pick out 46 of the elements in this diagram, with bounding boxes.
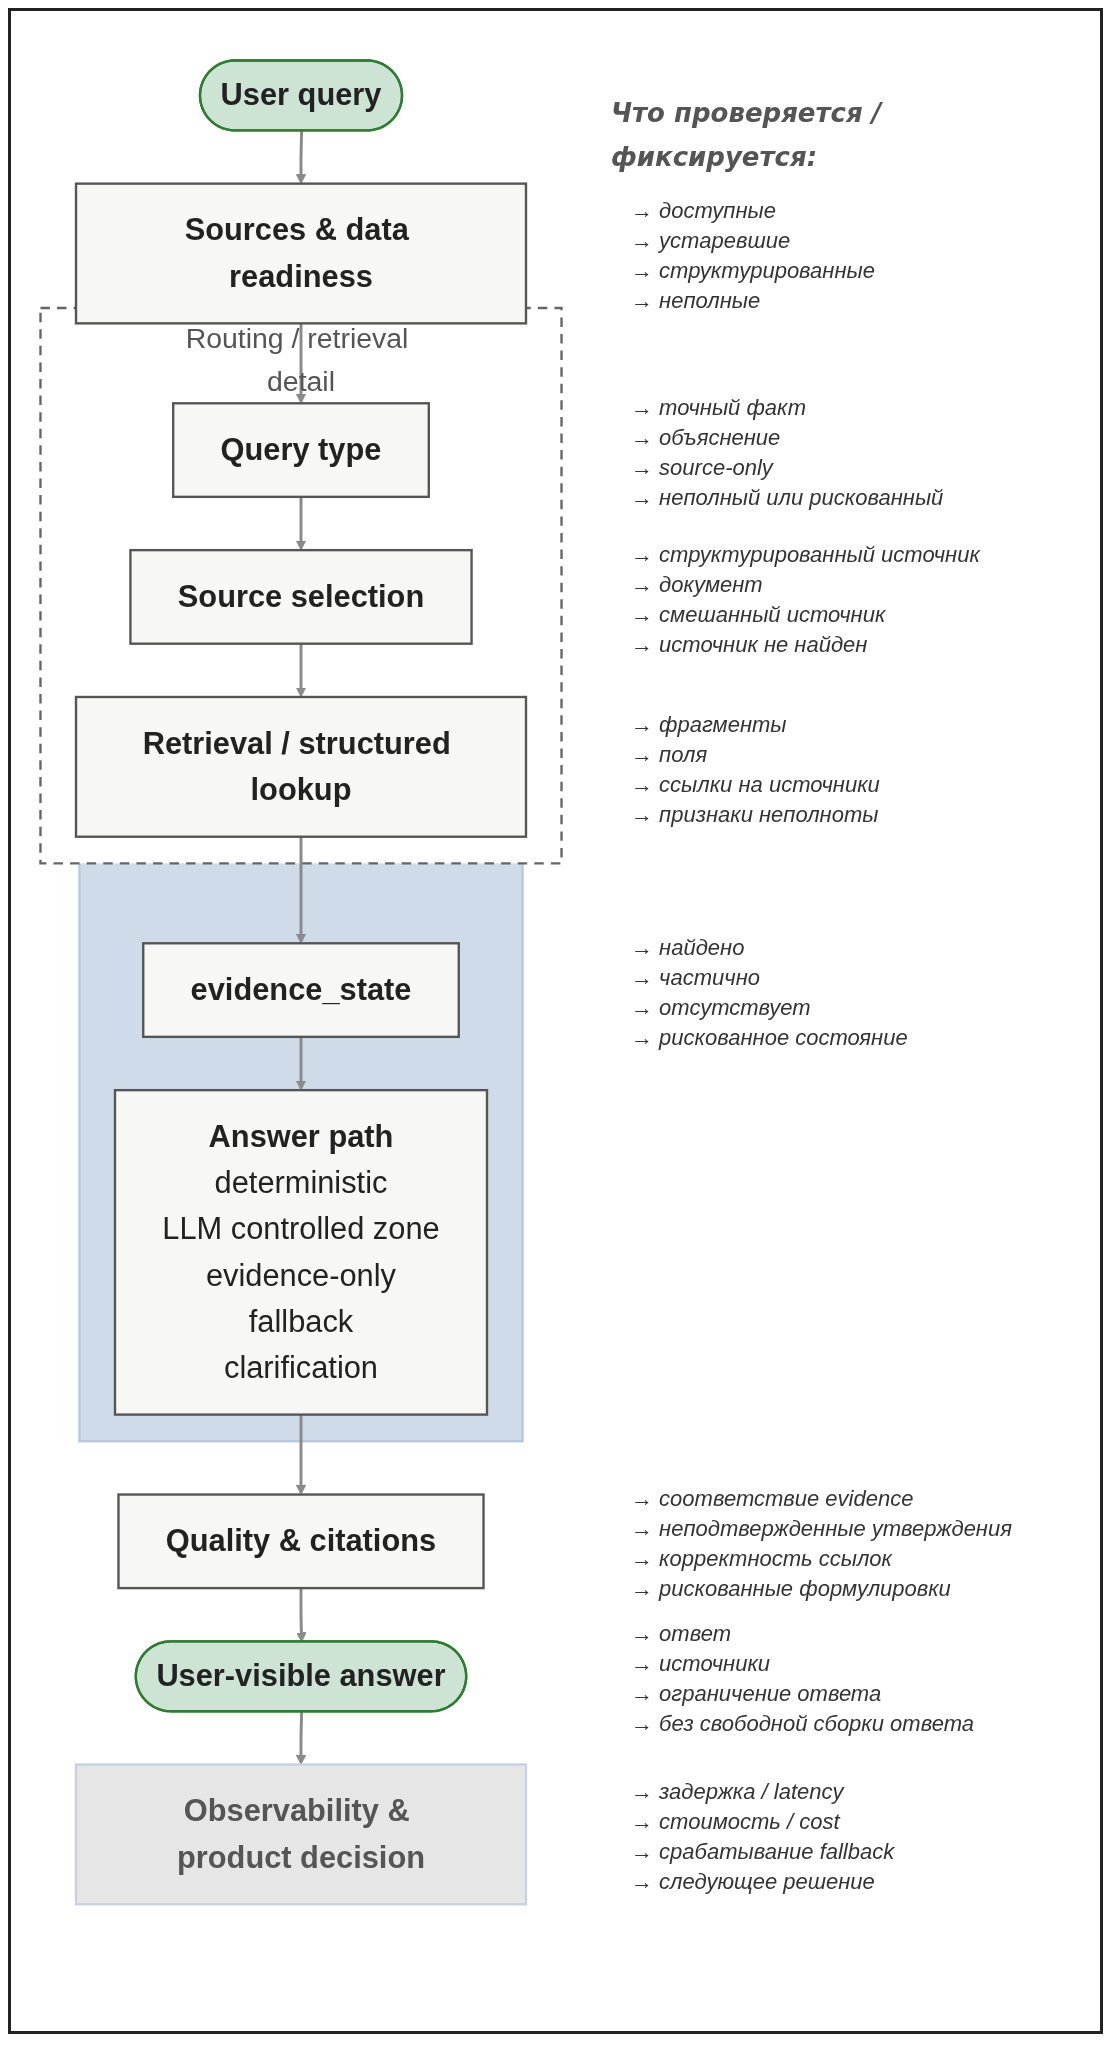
check-item: → точный факт [631, 394, 808, 423]
check-item: → найдено [631, 934, 746, 963]
node-box: Quality & citations [117, 1493, 485, 1590]
check-item: → смешанный источник [631, 600, 887, 629]
check-item: → доступные [631, 197, 777, 226]
check-item: → неподтвержденные утверждения [631, 1515, 1013, 1544]
check-item: → поля [631, 740, 709, 769]
check-item: → частично [631, 964, 762, 993]
check-item: → source-only [631, 454, 775, 483]
check-item: → ссылки на источники [631, 770, 881, 799]
check-item: → фрагменты [631, 710, 788, 739]
arrow [295, 836, 307, 944]
check-item: → стоимость / cost [631, 1808, 842, 1837]
check-item: → срабатывание fallback [631, 1838, 896, 1867]
check-item: → задержка / latency [631, 1778, 846, 1807]
check-item: → устаревшие [631, 227, 792, 256]
check-item: → структурированный источник [631, 540, 982, 569]
check-item: → без свободной сборки ответа [631, 1710, 975, 1739]
check-item: → структурированные [631, 257, 876, 286]
node-box: Answer path deterministic LLM controlled zone evidence-only fallback clarification [113, 1088, 489, 1416]
check-item: → соответствие evidence [631, 1485, 915, 1514]
check-item: → ограничение ответа [631, 1680, 883, 1709]
node-box: Query type [172, 402, 430, 499]
arrow [295, 1414, 307, 1495]
check-item: → источники [631, 1650, 772, 1679]
check-item: → объяснение [631, 424, 782, 453]
check-item: → отсутствует [631, 994, 812, 1023]
arrow [295, 1711, 307, 1765]
check-item: → следующее решение [631, 1868, 876, 1897]
arrow [295, 496, 307, 551]
node-box: Source selection [129, 548, 473, 645]
column-heading: Что проверяется / фиксируется: [611, 97, 884, 174]
check-item: → неполные [631, 287, 762, 316]
node-box: Sources & data readiness [74, 182, 528, 325]
check-item: → корректность ссылок [631, 1545, 894, 1574]
check-item: → рискованное состояние [631, 1024, 909, 1053]
check-item: → неполный или рискованный [631, 484, 945, 513]
node-box: evidence_state [142, 942, 460, 1039]
check-item: → документ [631, 570, 764, 599]
node-box: Retrieval / structured lookup [74, 695, 528, 838]
check-item: → рискованные формулировки [631, 1575, 952, 1604]
arrow [295, 1036, 307, 1091]
check-item: → ответ [631, 1620, 732, 1649]
node-box: Observability & product decision [74, 1763, 528, 1906]
check-item: → источник не найден [631, 630, 869, 659]
check-item: → признаки неполноты [631, 800, 880, 829]
